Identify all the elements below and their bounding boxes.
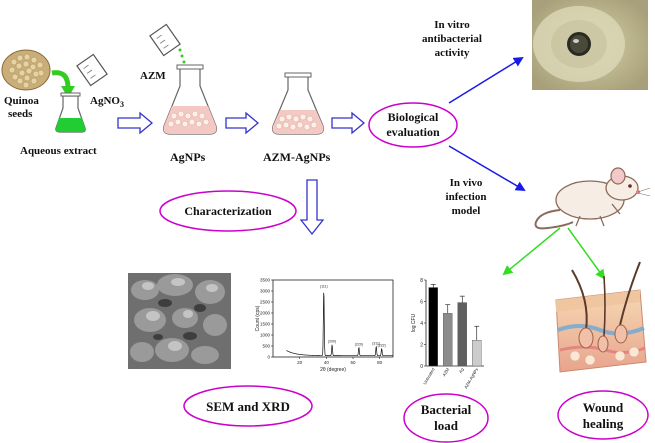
green-extract-flask-icon [55,92,86,133]
sem-xrd-label: SEM and XRD [206,399,290,414]
bar-y-tick-label: 0 [420,364,423,370]
pour-droplets [178,48,186,64]
xrd-x-tick-label: 60 [350,360,356,365]
hollow-arrow-2 [225,111,260,135]
xrd-y-tick-label: 500 [262,344,270,349]
xrd-chart: 0 500 1000 1500 2000 2500 3000 3500 20 40 60 80 2θ (… [255,278,394,373]
biological-evaluation-ellipse [368,102,458,148]
xrd-y-tick-label: 2500 [260,300,271,305]
arrow-to-wound-healing [567,227,606,280]
xrd-pattern-line [286,292,393,357]
azm-agnps-flask-icon [272,72,324,135]
wound-healing-ellipse [557,390,649,440]
sem-image [128,273,231,369]
wound-healing-label-2: healing [583,416,624,431]
aqueous-extract-label: Aqueous extract [20,145,97,157]
xrd-peak-label: (222) [378,343,386,347]
xrd-peak-label: (311) [372,341,380,345]
xrd-y-tick-label: 2000 [260,311,271,316]
agar-plate-photo [532,0,648,90]
bar-y-tick-label: 2 [420,342,423,348]
agnps-label: AgNPs [170,150,206,164]
bacterial-load-label-2: load [434,418,459,433]
invitro-label-3: activity [435,47,470,59]
bar-category-label: AZM [441,367,450,378]
arrow-to-bacterial-load [502,227,561,276]
xrd-x-tick-label: 80 [377,360,383,365]
hollow-arrow-1 [117,111,154,135]
azm-label: AZM [140,70,166,82]
bar-ag [457,302,467,367]
quinoa-label-2: seeds [8,108,33,120]
agno3-label: AgNO3 [90,95,124,109]
xrd-y-tick-label: 1500 [260,322,271,327]
bar-y-tick-label: 4 [420,321,423,327]
xrd-y-tick-label: 0 [267,355,270,360]
bio-label-2: evaluation [386,125,440,139]
mouse-icon [534,167,651,230]
agnps-flask-icon [163,64,217,135]
xrd-peak-label: (200) [328,340,336,344]
wound-healing-label-1: Wound [583,400,624,415]
bar-azm [443,313,453,367]
xrd-x-tick-label: 40 [324,360,330,365]
bacterial-load-ellipse [403,393,489,443]
xrd-x-axis-label: 2θ (degree) [320,367,346,373]
quinoa-label-1: Quinoa [4,95,39,107]
arrow-to-in-vivo [448,145,526,192]
characterization-label: Characterization [184,204,272,218]
skin-wound-illustration [555,261,647,373]
hollow-arrow-3 [331,111,366,135]
xrd-x-tick-label: 20 [297,360,303,365]
bacterial-load-label-1: Bacterial [421,402,472,417]
bar-untreated [428,287,438,367]
arrow-to-in-vitro [448,56,524,104]
invivo-label-1: In vivo [450,177,483,189]
xrd-y-tick-label: 3000 [260,289,271,294]
invitro-label-2: antibacterial [422,33,482,45]
xrd-y-tick-label: 1000 [260,333,271,338]
green-curved-arrow [51,70,71,89]
xrd-y-tick-label: 3500 [260,278,271,283]
xrd-peak-label: (111) [320,285,328,289]
bar-y-tick-label: 6 [420,299,423,305]
quinoa-seeds-image [1,49,51,91]
azm-agnps-label: AZM-AgNPs [263,150,331,164]
hollow-arrow-down [299,179,325,236]
bar-y-axis-label: log CFU [411,313,417,332]
xrd-peak-label: (220) [355,342,363,346]
bar-y-tick-label: 8 [420,278,423,284]
sem-xrd-ellipse [183,385,313,427]
invivo-label-2: infection [446,191,487,203]
characterization-ellipse [159,190,297,232]
bar-category-label: Untreated [422,366,436,385]
green-curved-arrowhead [61,86,75,98]
bar-category-label: AZM-AgNPs [463,367,479,390]
xrd-plot-frame [272,279,394,358]
bar-category-label: Ag [458,366,465,374]
xrd-y-axis-label: Count (cps) [255,305,261,331]
invitro-label-1: In vitro [434,19,470,31]
bio-label-1: Biological [388,110,439,124]
bar-azm-agnps [472,340,482,367]
invivo-label-3: model [452,205,481,217]
pouring-beaker-agno3-icon [76,53,108,87]
pouring-beaker-azm-icon [149,23,181,57]
